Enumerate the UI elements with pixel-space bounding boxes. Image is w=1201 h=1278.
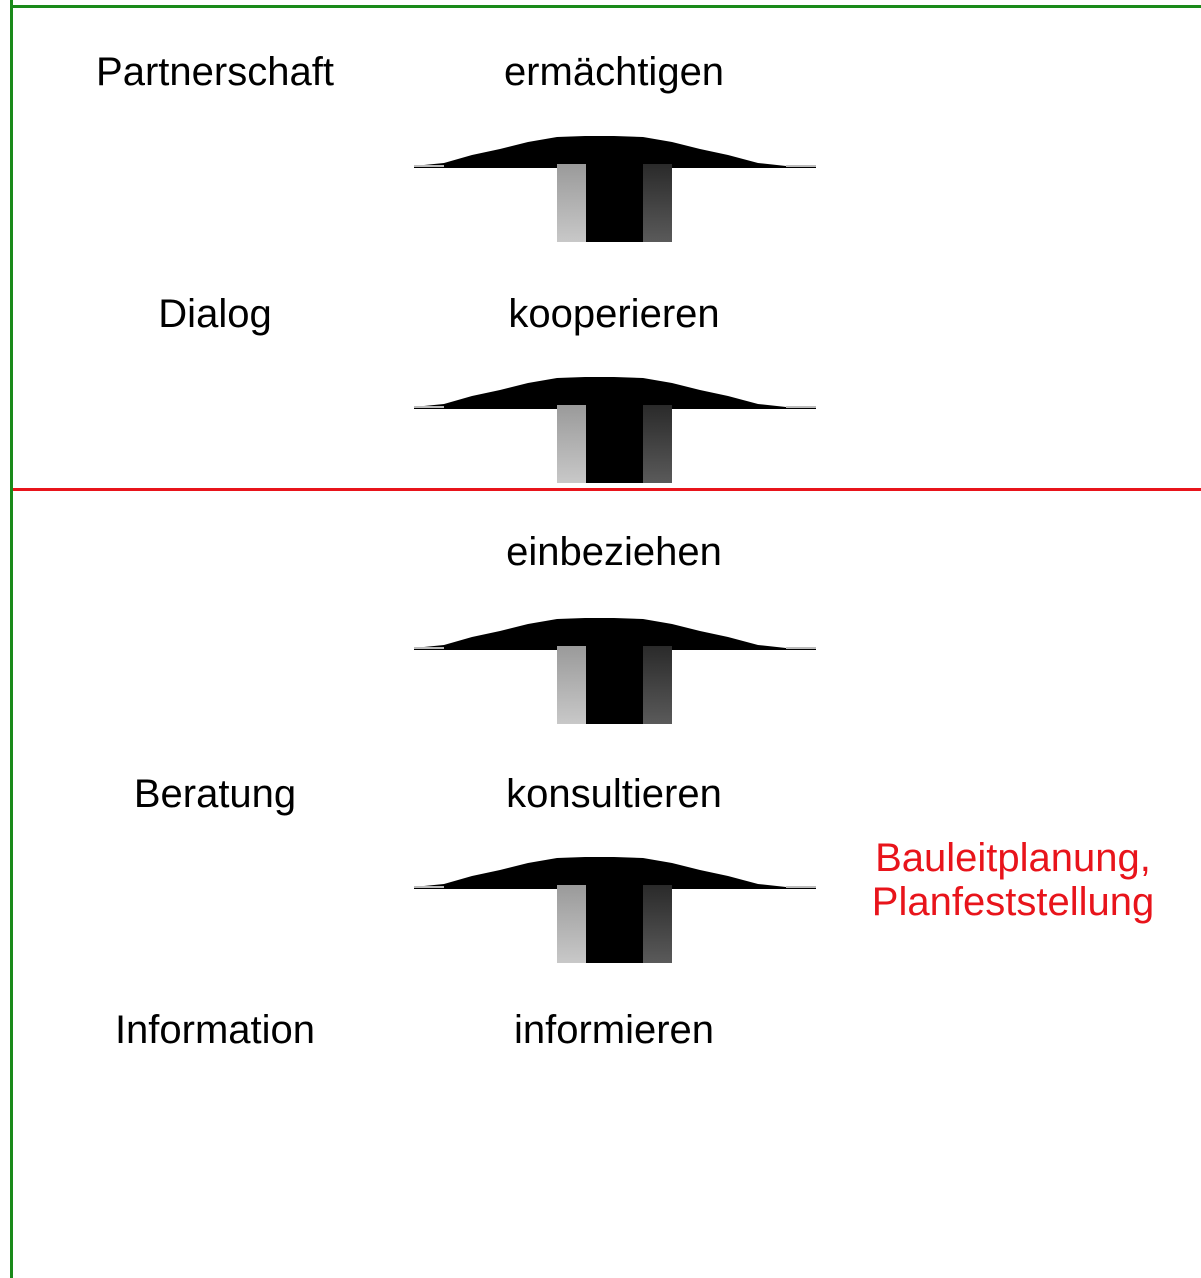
up-arrow-icon bbox=[414, 136, 816, 242]
verb-ermaechtigen: ermächtigen bbox=[503, 50, 725, 94]
verb-einbeziehen: einbeziehen bbox=[506, 530, 722, 574]
note-line-1: Bauleitplanung, bbox=[875, 836, 1151, 880]
up-arrow-icon bbox=[414, 377, 816, 483]
frame-left-border bbox=[10, 0, 13, 1278]
verb-konsultieren: konsultieren bbox=[506, 772, 722, 816]
frame-top-border bbox=[10, 5, 1201, 8]
category-information: Information bbox=[114, 1008, 316, 1052]
verb-informieren: informieren bbox=[513, 1008, 715, 1052]
verb-kooperieren: kooperieren bbox=[508, 292, 720, 336]
category-beratung: Beratung bbox=[133, 772, 297, 816]
divider-line bbox=[13, 488, 1201, 491]
note-line-2: Planfeststellung bbox=[871, 880, 1155, 924]
category-partnerschaft: Partnerschaft bbox=[96, 50, 334, 94]
up-arrow-icon bbox=[414, 857, 816, 963]
up-arrow-icon bbox=[414, 618, 816, 724]
note-planning-procedures: Bauleitplanung, Planfeststellung bbox=[872, 836, 1154, 924]
category-dialog: Dialog bbox=[158, 292, 272, 336]
